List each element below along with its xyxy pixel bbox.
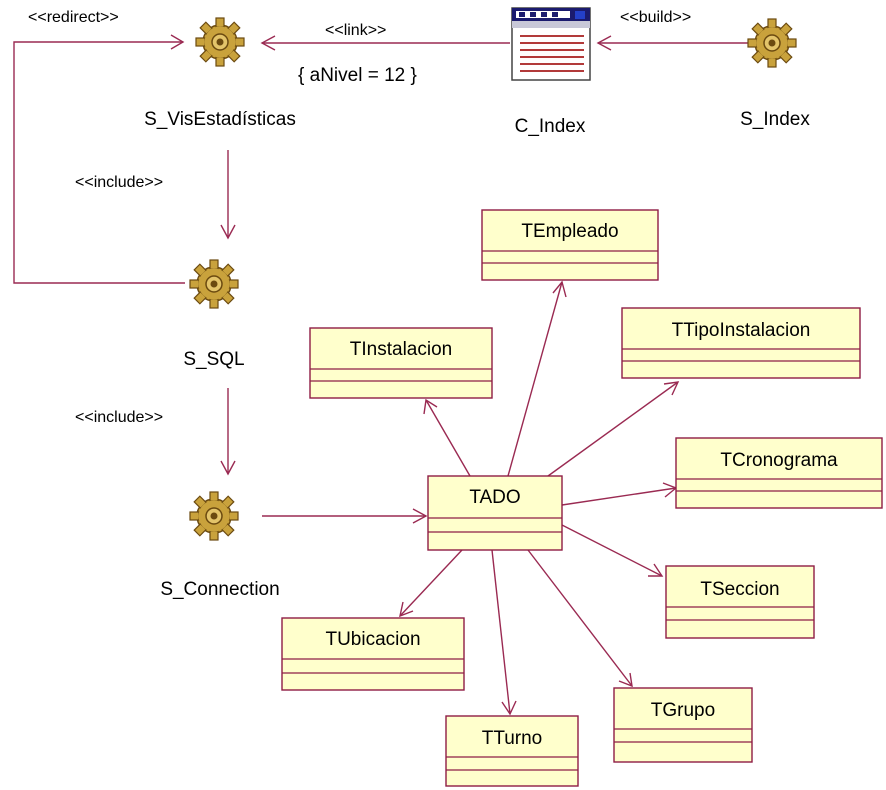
client-page-index[interactable]: C_Index	[511, 7, 591, 137]
server-page-label: S_VisEstadísticas	[144, 109, 296, 130]
class-name: TGrupo	[651, 700, 715, 721]
gear-icon	[747, 18, 797, 68]
server-page-connection[interactable]: S_Connection	[160, 491, 280, 600]
tado-associations	[399, 280, 680, 716]
class-tseccion[interactable]: TSeccion	[665, 565, 815, 639]
client-page-icon	[511, 7, 591, 81]
gear-icon	[189, 259, 239, 309]
include-stereotype-sql-connection: <<include>>	[75, 409, 163, 426]
gear-icon	[189, 491, 239, 541]
class-templeado[interactable]: TEmpleado	[481, 209, 659, 281]
class-name: TCronograma	[720, 450, 838, 471]
class-name: TUbicacion	[325, 629, 420, 650]
class-name: TTipoInstalacion	[672, 320, 811, 341]
redirect-connector	[13, 41, 185, 284]
class-name: TTurno	[482, 728, 543, 749]
class-tinstalacion[interactable]: TInstalacion	[309, 327, 493, 399]
class-name: TInstalacion	[350, 339, 452, 360]
server-page-label: S_Connection	[160, 579, 279, 600]
build-stereotype: <<build>>	[620, 9, 691, 26]
server-page-index[interactable]: S_Index	[740, 18, 810, 130]
client-page-label: C_Index	[515, 116, 586, 137]
link-stereotype: <<link>>	[325, 22, 386, 39]
server-page-sql[interactable]: S_SQL	[183, 259, 245, 370]
class-tado[interactable]: TADO	[427, 475, 563, 551]
link-parameter: { aNivel = 12 }	[298, 65, 417, 86]
server-page-label: S_SQL	[183, 349, 244, 370]
class-name: TSeccion	[700, 579, 779, 600]
class-tubicacion[interactable]: TUbicacion	[281, 617, 465, 691]
class-name: TEmpleado	[521, 221, 618, 242]
connectors	[13, 34, 748, 716]
include-stereotype-vis-sql: <<include>>	[75, 174, 163, 191]
class-ttipoinstalacion[interactable]: TTipoInstalacion	[621, 307, 861, 379]
server-page-label: S_Index	[740, 109, 810, 130]
server-page-vis-estadisticas[interactable]: S_VisEstadísticas	[144, 17, 296, 130]
class-tgrupo[interactable]: TGrupo	[613, 687, 753, 763]
redirect-stereotype: <<redirect>>	[28, 9, 119, 26]
class-tturno[interactable]: TTurno	[445, 715, 579, 787]
gear-icon	[195, 17, 245, 67]
class-name: TADO	[469, 487, 520, 508]
class-tcronograma[interactable]: TCronograma	[675, 437, 883, 509]
